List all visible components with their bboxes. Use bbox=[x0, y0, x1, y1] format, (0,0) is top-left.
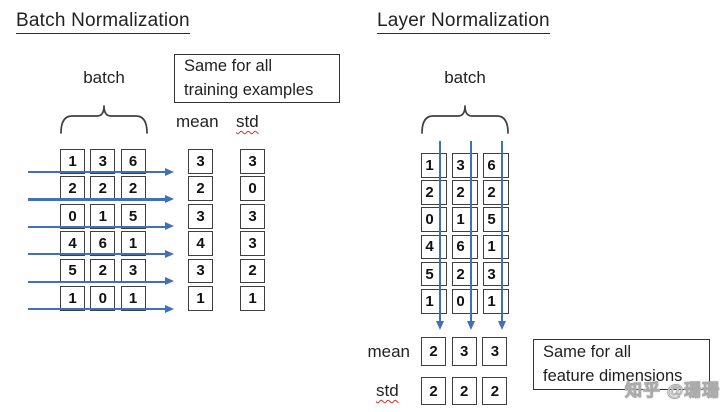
std-cell: 3 bbox=[240, 149, 265, 174]
mean-cell: 2 bbox=[188, 176, 213, 202]
matrix-cell: 6 bbox=[120, 149, 146, 174]
matrix-cell: 1 bbox=[120, 285, 146, 311]
ln-batch-brace-icon bbox=[421, 105, 509, 134]
matrix-cell: 5 bbox=[60, 258, 85, 284]
std-cell: 3 bbox=[240, 203, 265, 229]
matrix-cell: 1 bbox=[60, 285, 85, 311]
matrix-cell: 1 bbox=[60, 149, 85, 174]
bn-std-column: 3 0 3 3 2 1 bbox=[240, 149, 265, 311]
right-arrow-icon bbox=[28, 249, 174, 259]
ln-std-row: 2 2 2 bbox=[421, 377, 508, 405]
ln-note-box: Same for all feature dimensions bbox=[533, 339, 710, 390]
ln-matrix: 1 3 6 2 2 2 0 1 5 4 6 1 5 2 3 1 0 1 bbox=[421, 153, 509, 314]
mean-cell: 3 bbox=[451, 337, 477, 366]
bn-note-box: Same for all training examples bbox=[174, 54, 340, 103]
bn-batch-brace-icon bbox=[60, 105, 148, 134]
bn-mean-label: mean bbox=[176, 112, 219, 131]
layer-norm-title: Layer Normalization bbox=[377, 10, 550, 34]
down-arrow-icon bbox=[435, 141, 445, 330]
std-cell: 2 bbox=[451, 377, 477, 405]
mean-cell: 1 bbox=[188, 285, 213, 311]
down-arrow-icon bbox=[497, 141, 507, 330]
matrix-cell: 5 bbox=[421, 261, 447, 287]
down-arrow-icon bbox=[466, 141, 476, 330]
right-arrow-icon bbox=[28, 194, 174, 204]
bn-batch-label: batch bbox=[83, 68, 125, 87]
matrix-cell: 1 bbox=[90, 203, 116, 229]
matrix-cell: 2 bbox=[483, 180, 509, 205]
matrix-cell: 1 bbox=[483, 288, 509, 314]
zhihu-watermark: 知乎 @珊珊 bbox=[625, 381, 720, 401]
ln-mean-row: 2 3 3 bbox=[421, 337, 508, 366]
matrix-cell: 0 bbox=[421, 207, 447, 232]
matrix-cell: 4 bbox=[60, 231, 85, 256]
matrix-cell: 6 bbox=[483, 153, 509, 178]
matrix-cell: 1 bbox=[421, 288, 447, 314]
right-arrow-icon bbox=[28, 276, 174, 286]
mean-cell: 4 bbox=[188, 231, 213, 256]
mean-cell: 3 bbox=[482, 337, 508, 366]
matrix-cell: 6 bbox=[452, 234, 478, 260]
std-cell: 2 bbox=[482, 377, 508, 405]
matrix-cell: 3 bbox=[120, 258, 146, 284]
matrix-cell: 0 bbox=[60, 203, 85, 229]
std-cell: 2 bbox=[240, 258, 265, 284]
ln-note-line2: feature dimensions bbox=[543, 366, 683, 385]
right-arrow-icon bbox=[28, 222, 174, 231]
mean-cell: 2 bbox=[421, 337, 446, 366]
matrix-cell: 3 bbox=[90, 149, 116, 174]
matrix-cell: 1 bbox=[483, 234, 509, 260]
matrix-cell: 1 bbox=[421, 153, 447, 178]
matrix-cell: 3 bbox=[483, 261, 509, 287]
matrix-cell: 6 bbox=[90, 231, 116, 256]
matrix-cell: 2 bbox=[90, 176, 116, 202]
matrix-cell: 5 bbox=[483, 207, 509, 232]
matrix-cell: 4 bbox=[421, 234, 447, 260]
bn-note-line1: Same for all bbox=[184, 57, 273, 76]
matrix-cell: 2 bbox=[421, 180, 447, 205]
ln-batch-label: batch bbox=[444, 68, 486, 87]
mean-cell: 3 bbox=[188, 258, 213, 284]
bn-mean-column: 3 2 3 4 3 1 bbox=[188, 149, 213, 311]
matrix-cell: 1 bbox=[120, 231, 146, 256]
matrix-cell: 5 bbox=[120, 203, 146, 229]
matrix-cell: 2 bbox=[60, 176, 85, 202]
bn-matrix: 1 3 6 2 2 2 0 1 5 4 6 1 5 2 3 1 0 1 bbox=[60, 149, 146, 311]
ln-mean-label: mean bbox=[367, 342, 410, 361]
right-arrow-icon bbox=[28, 167, 174, 177]
ln-note-line1: Same for all bbox=[543, 343, 632, 362]
batch-norm-title: Batch Normalization bbox=[16, 10, 190, 34]
std-cell: 3 bbox=[240, 231, 265, 256]
matrix-cell: 0 bbox=[452, 288, 478, 314]
std-cell: 2 bbox=[421, 377, 446, 405]
bn-note-line2: training examples bbox=[184, 80, 314, 99]
matrix-cell: 2 bbox=[452, 180, 478, 205]
matrix-cell: 2 bbox=[120, 176, 146, 202]
mean-cell: 3 bbox=[188, 149, 213, 174]
matrix-cell: 3 bbox=[452, 153, 478, 178]
matrix-cell: 2 bbox=[90, 258, 116, 284]
matrix-cell: 1 bbox=[452, 207, 478, 232]
std-cell: 0 bbox=[240, 176, 265, 202]
mean-cell: 3 bbox=[188, 203, 213, 229]
matrix-cell: 2 bbox=[452, 261, 478, 287]
matrix-cell: 0 bbox=[90, 285, 116, 311]
ln-std-label: std bbox=[376, 381, 399, 400]
std-cell: 1 bbox=[240, 285, 265, 311]
right-arrow-icon bbox=[28, 304, 174, 314]
bn-std-label: std bbox=[236, 112, 259, 131]
